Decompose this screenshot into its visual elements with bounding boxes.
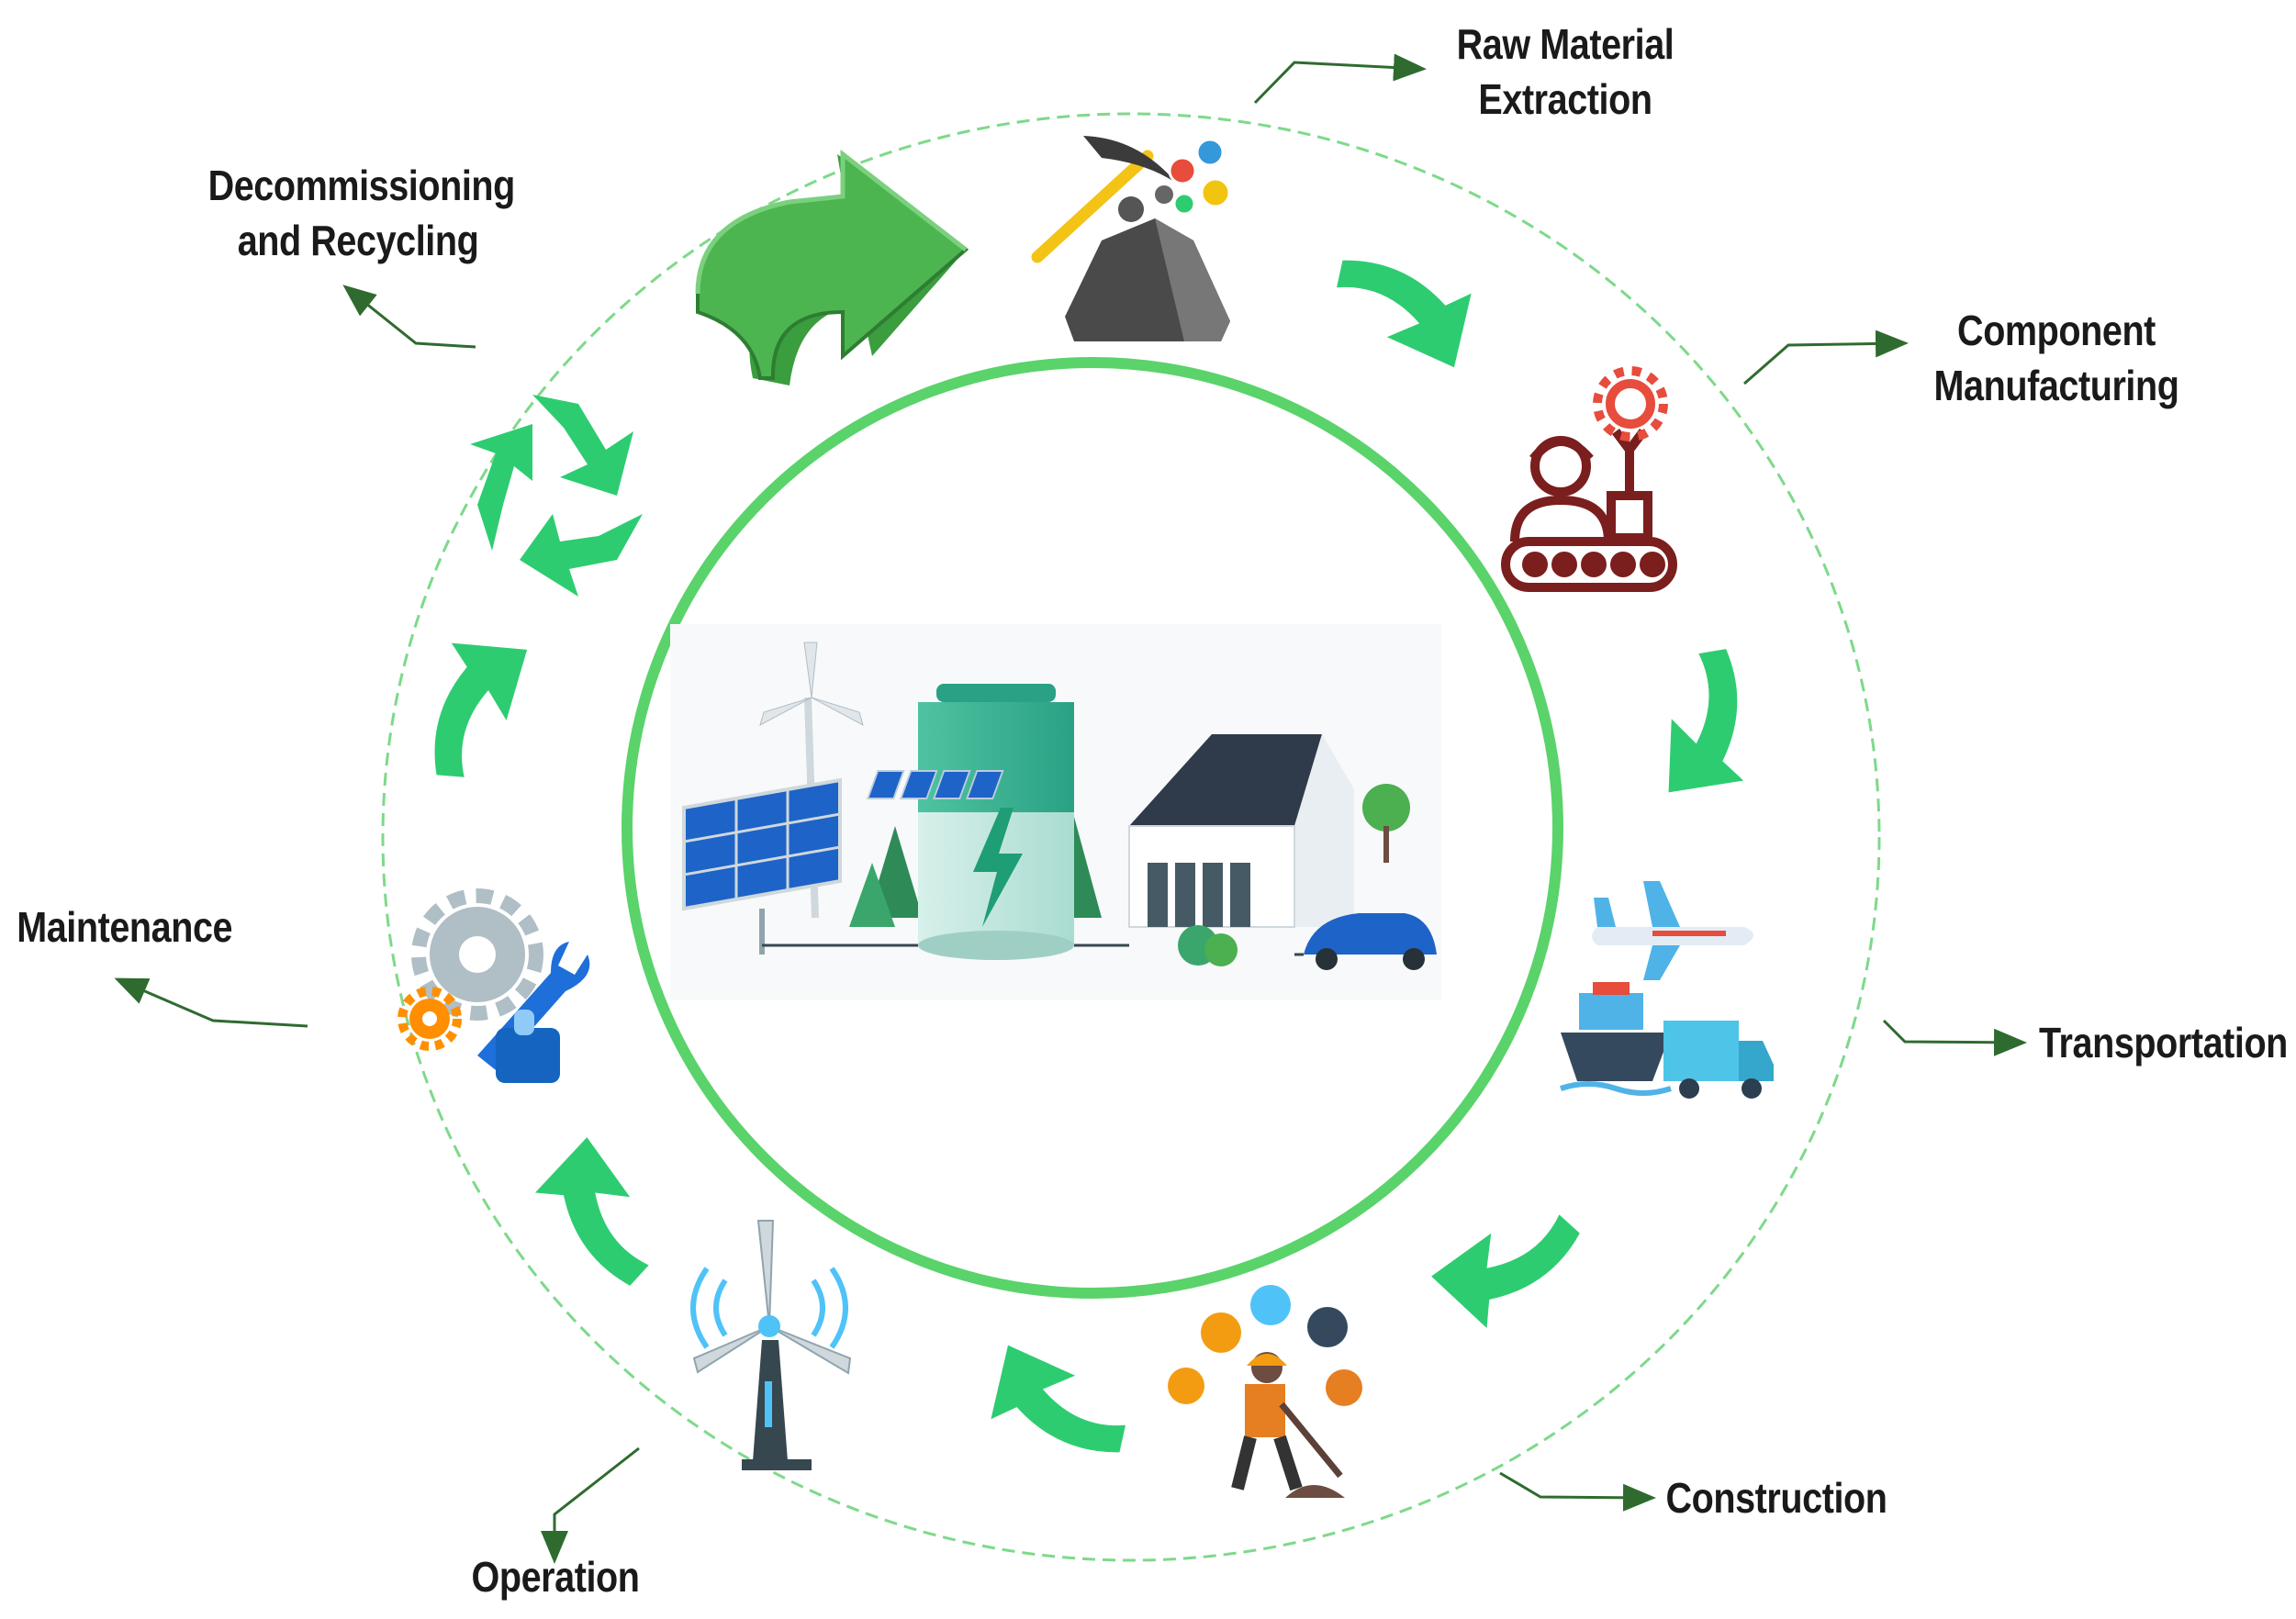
- leader-raw: [1253, 53, 1427, 105]
- label-line: Maintenance: [17, 903, 233, 951]
- gear-wrench-icon: [398, 888, 590, 1083]
- label-component-manufacturing: Component Manufacturing: [1914, 303, 2199, 413]
- flow-arrow-2: [1668, 649, 1744, 793]
- label-line: Construction: [1665, 1474, 1887, 1522]
- flow-arrow-4: [991, 1345, 1126, 1453]
- plane-ship-truck-icon: [1560, 881, 1774, 1099]
- big-return-arrow-icon: [695, 149, 969, 385]
- label-line: Extraction: [1478, 75, 1652, 123]
- label-construction: Construction: [1662, 1470, 1890, 1525]
- flow-arrow-1: [1337, 260, 1472, 368]
- label-decommissioning-recycling: Decommissioning and Recycling: [207, 158, 516, 268]
- flow-arrow-5: [534, 1137, 649, 1286]
- flow-arrow-6: [434, 642, 528, 777]
- label-transportation: Transportation: [2039, 1015, 2288, 1070]
- label-raw-material-extraction: Raw Material Extraction: [1423, 17, 1708, 127]
- factory-worker-robot-icon: [1501, 366, 1677, 592]
- flow-arrows: [434, 260, 1744, 1453]
- label-operation: Operation: [457, 1549, 655, 1604]
- recycle-icon: [470, 395, 643, 597]
- label-line: and Recycling: [237, 217, 479, 264]
- label-maintenance: Maintenance: [17, 899, 233, 955]
- inner-ring: [622, 357, 1563, 1299]
- flow-arrow-3: [1431, 1214, 1580, 1329]
- construction-worker-icon: [1168, 1285, 1362, 1498]
- label-line: Component: [1957, 307, 2156, 354]
- leader-transport: [1882, 1019, 2027, 1056]
- leader-operation: [541, 1446, 640, 1564]
- leader-recycling: [342, 285, 476, 349]
- leader-manufacturing: [1743, 329, 1909, 385]
- outer-dashed-ring: [381, 112, 1881, 1562]
- label-line: Operation: [471, 1553, 640, 1601]
- renewable-energy-storage-icon: [670, 624, 1441, 1000]
- leader-construction: [1499, 1471, 1656, 1512]
- label-line: Decommissioning: [207, 162, 516, 209]
- leader-maintenance: [114, 977, 308, 1028]
- wind-turbine-icon: [690, 1220, 852, 1470]
- pickaxe-ore-icon: [1031, 136, 1231, 341]
- label-line: Manufacturing: [1933, 362, 2179, 409]
- label-line: Raw Material: [1456, 20, 1674, 68]
- label-line: Transportation: [2039, 1019, 2288, 1066]
- leader-lines: [114, 53, 2027, 1564]
